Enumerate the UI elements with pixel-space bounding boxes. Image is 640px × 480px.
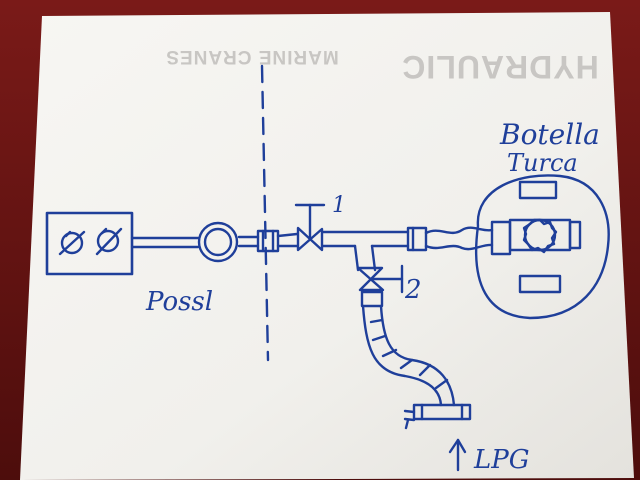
gauge-icon-left — [58, 230, 86, 256]
tee-branch-pipe — [353, 244, 377, 272]
valve-1-symbol — [294, 203, 326, 252]
regulator-box — [45, 211, 134, 276]
show-through-text-left: MARINE CRANES — [165, 46, 338, 67]
bottle-valve-connector — [490, 218, 582, 256]
flexible-lpg-hose — [361, 304, 456, 407]
bottle-side-coupling — [406, 226, 428, 252]
label-lpg: LPG — [473, 445, 530, 475]
gas-bottle-top-view — [474, 174, 610, 320]
dashed-divider-line — [260, 64, 270, 362]
round-pipe-connector — [197, 221, 239, 263]
label-botella: Botella — [499, 118, 600, 151]
bottle-handle-bottom — [518, 274, 562, 294]
show-through-text-right: HYDRAULIC — [401, 49, 598, 85]
label-valve-1: 1 — [332, 193, 346, 218]
lpg-inlet-fitting — [403, 403, 472, 430]
bottle-handle-top — [518, 180, 558, 200]
wavy-hose-to-bottle — [424, 226, 494, 251]
branch-fitting — [360, 290, 384, 308]
valve-2-symbol — [356, 264, 404, 294]
label-turca: Turca — [507, 149, 578, 177]
main-pipe — [130, 230, 410, 249]
label-valve-2: 2 — [404, 275, 422, 305]
label-possl: Possl — [145, 287, 213, 317]
gauge-icon-right — [95, 227, 123, 256]
pipe-coupling — [256, 229, 280, 253]
lpg-arrow-icon — [448, 438, 467, 472]
